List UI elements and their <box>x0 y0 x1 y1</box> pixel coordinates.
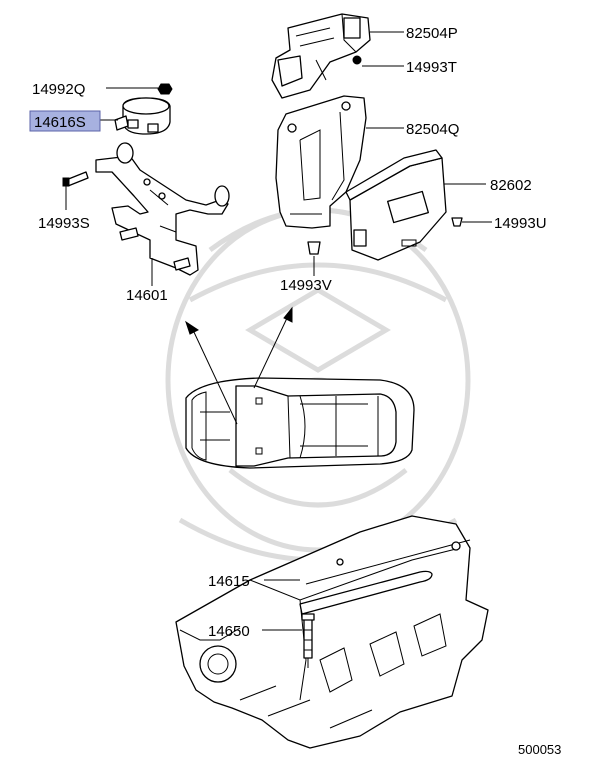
bracket-14601-drawing <box>95 142 230 276</box>
bracket-82504q-drawing <box>275 95 367 229</box>
nut-14992q-drawing <box>157 83 173 95</box>
callout-82504p[interactable]: 82504P <box>406 25 458 42</box>
callout-14650[interactable]: 14650 <box>208 623 250 640</box>
screw-14993v-drawing <box>307 241 321 255</box>
callout-labels: 82504P 14993T 14992Q 14616S 82504Q 82602… <box>29 25 561 757</box>
engine-14615-drawing <box>175 515 489 749</box>
screw-14993u-drawing <box>451 217 463 227</box>
callout-14993t[interactable]: 14993T <box>406 59 457 76</box>
bolt-14993s-drawing <box>62 171 89 187</box>
callout-14615[interactable]: 14615 <box>208 573 250 590</box>
callout-14992q[interactable]: 14992Q <box>32 81 85 98</box>
callout-82602[interactable]: 82602 <box>490 177 532 194</box>
ecu-82602-drawing <box>345 149 447 261</box>
callout-14993v[interactable]: 14993V <box>280 277 332 294</box>
leader-lines <box>65 31 492 631</box>
bracket-82504p-drawing <box>271 13 371 99</box>
callout-14601[interactable]: 14601 <box>126 287 168 304</box>
figure-number: 500053 <box>518 742 561 757</box>
callout-14616s[interactable]: 14616S <box>34 114 86 131</box>
callout-82504q[interactable]: 82504Q <box>406 121 459 138</box>
glow-plug-14650-drawing <box>301 613 315 668</box>
arrows-drawing <box>185 306 293 425</box>
relay-14616s-drawing <box>114 97 171 135</box>
vehicle-outline-drawing <box>185 377 415 469</box>
screw-14993t-drawing <box>352 55 362 65</box>
callout-14993s[interactable]: 14993S <box>38 215 90 232</box>
callout-14993u[interactable]: 14993U <box>494 215 547 232</box>
callout-14616s-highlight <box>29 110 101 132</box>
